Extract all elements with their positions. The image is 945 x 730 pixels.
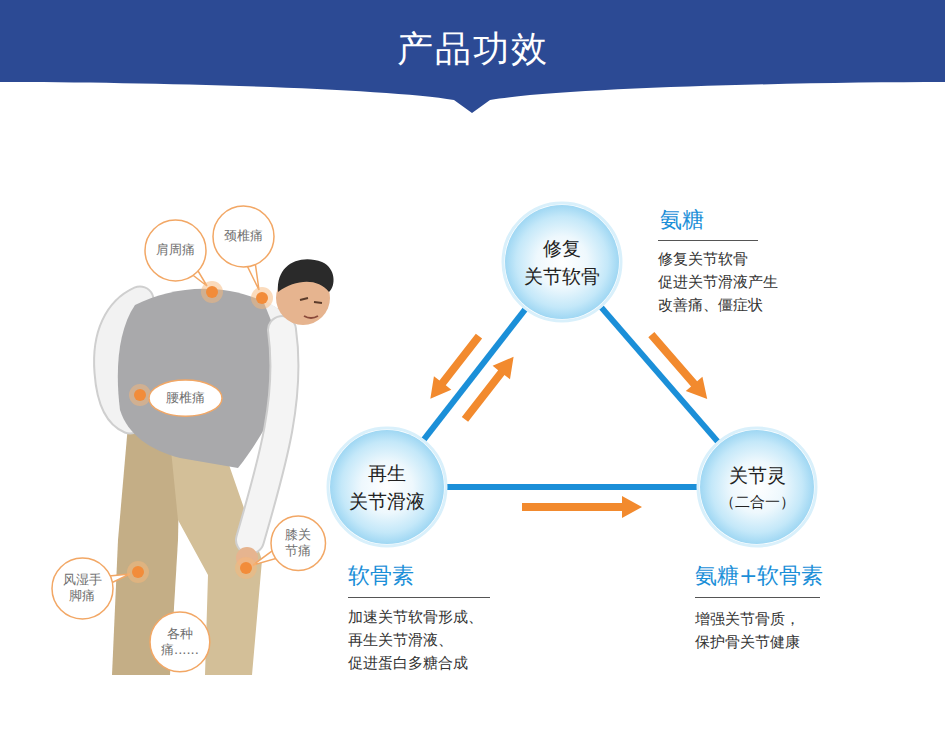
connector-line: [447, 484, 697, 490]
pain-dots: [127, 281, 273, 583]
circle-label: 再生 关节滑液: [349, 459, 425, 516]
circle-fill: [330, 430, 444, 544]
circle-glow: [503, 203, 621, 321]
node-content: 再生 关节滑液: [327, 427, 447, 547]
node-content: 风湿手 脚痛: [51, 557, 114, 620]
node-content: 各种 痛......: [149, 611, 211, 673]
pain-callout: 颈椎痛: [212, 205, 275, 268]
pain-callout: 肩周痛: [144, 219, 207, 282]
circle-glow: [328, 428, 446, 546]
callout-text: 肩周痛: [156, 242, 195, 258]
callout-text: 各种 痛......: [161, 626, 199, 659]
callout-text: 腰椎痛: [166, 390, 205, 406]
circle-shape: [327, 427, 447, 547]
callout-text: 膝关 节痛: [285, 527, 311, 560]
pain-callout: 腰椎痛: [148, 379, 223, 417]
node-content: 膝关 节痛: [270, 515, 327, 572]
pain-callout: 风湿手 脚痛: [51, 557, 114, 620]
page-title: 产品功效: [0, 27, 945, 71]
flow-arrow: [462, 357, 514, 422]
circle-label: （二合一）: [720, 491, 795, 514]
callout-pointers: [78, 233, 302, 597]
node-content: 腰椎痛: [148, 379, 223, 417]
callout-text: 风湿手 脚痛: [63, 572, 102, 605]
pain-callout: 膝关 节痛: [270, 515, 327, 572]
man-illustration: [108, 259, 334, 675]
pain-callout: 各种 痛......: [149, 611, 211, 673]
node-content: 修复 关节软骨: [502, 202, 622, 322]
callout-text: 颈椎痛: [224, 228, 263, 244]
bubble-outline: [213, 206, 274, 267]
ingredient-heading: 氨糖: [660, 207, 704, 233]
ingredient-heading: 软骨素: [348, 563, 414, 589]
node-content: 肩周痛: [144, 219, 207, 282]
ingredient-circle: 再生 关节滑液: [327, 427, 447, 547]
bubble-outline: [271, 516, 326, 571]
bubble-outline: [145, 220, 206, 281]
ingredient-circle: 关节灵（二合一）: [697, 427, 817, 547]
node-content: 颈椎痛: [212, 205, 275, 268]
bubble-outline: [150, 612, 210, 672]
circle-shape: [502, 202, 622, 322]
connector-line: [601, 307, 717, 441]
circle-label: 修复 关节软骨: [524, 234, 600, 291]
bubble-outline: [149, 380, 222, 416]
flow-arrow: [648, 332, 707, 399]
ingredient-description: 修复关节软骨 促进关节滑液产生 改善痛、僵症状: [658, 248, 784, 317]
ingredient-heading: 氨糖+软骨素: [695, 563, 823, 589]
connector-line: [424, 309, 525, 439]
flow-arrow: [430, 334, 482, 399]
ingredient-circle: 修复 关节软骨: [502, 202, 622, 322]
node-content: 关节灵（二合一）: [697, 427, 817, 547]
bubble-outline: [52, 558, 113, 619]
flow-arrow: [522, 496, 642, 518]
ingredient-description: 加速关节软骨形成、 再生关节滑液、 促进蛋白多糖合成: [348, 606, 489, 675]
circle-fill: [505, 205, 619, 319]
circle-fill: [700, 430, 814, 544]
ingredient-description: 增强关节骨质， 保护骨关节健康: [695, 608, 806, 654]
circle-glow: [698, 428, 816, 546]
circle-label: 关节灵: [729, 461, 786, 490]
title-banner: [0, 0, 945, 113]
circle-shape: [697, 427, 817, 547]
